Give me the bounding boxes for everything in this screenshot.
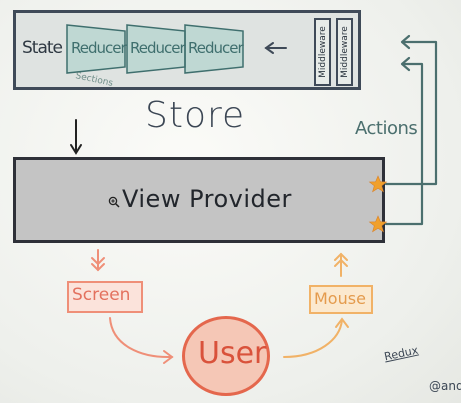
reducer-shape xyxy=(67,25,125,73)
reducer-shape xyxy=(127,25,185,73)
middleware-to-reducer-arrow xyxy=(264,42,287,54)
view-provider-label: View Provider xyxy=(122,185,292,213)
middleware-box: Middleware xyxy=(336,18,353,86)
mouse-label: Mouse xyxy=(314,289,366,308)
view-provider-box xyxy=(13,157,385,243)
mouse-box xyxy=(309,285,373,314)
zoom-in-icon xyxy=(108,196,120,208)
screen-label: Screen xyxy=(72,285,131,305)
screen-box xyxy=(67,281,143,313)
reducer-label: Reducer xyxy=(130,39,186,57)
user-label: User xyxy=(198,336,267,371)
middleware-box: Middleware xyxy=(314,18,331,86)
reducer-label: Reducer xyxy=(71,39,127,57)
reducer-shape xyxy=(185,25,243,73)
actions-label: Actions xyxy=(355,118,418,139)
mouse-to-view-arrow xyxy=(334,252,348,277)
credit-label: @and xyxy=(429,379,461,393)
screen-to-user-arrow xyxy=(109,317,174,364)
actions-arrows xyxy=(384,34,438,226)
user-to-mouse-arrow xyxy=(283,317,349,358)
view-to-screen-arrow xyxy=(91,249,105,272)
star-icon xyxy=(368,215,388,233)
star-icon xyxy=(368,175,388,193)
store-to-view-arrow xyxy=(70,119,82,155)
store-title: Store xyxy=(145,95,246,136)
user-circle xyxy=(182,316,270,396)
state-label: State xyxy=(22,38,63,58)
reducer-label: Reducer xyxy=(188,39,244,57)
